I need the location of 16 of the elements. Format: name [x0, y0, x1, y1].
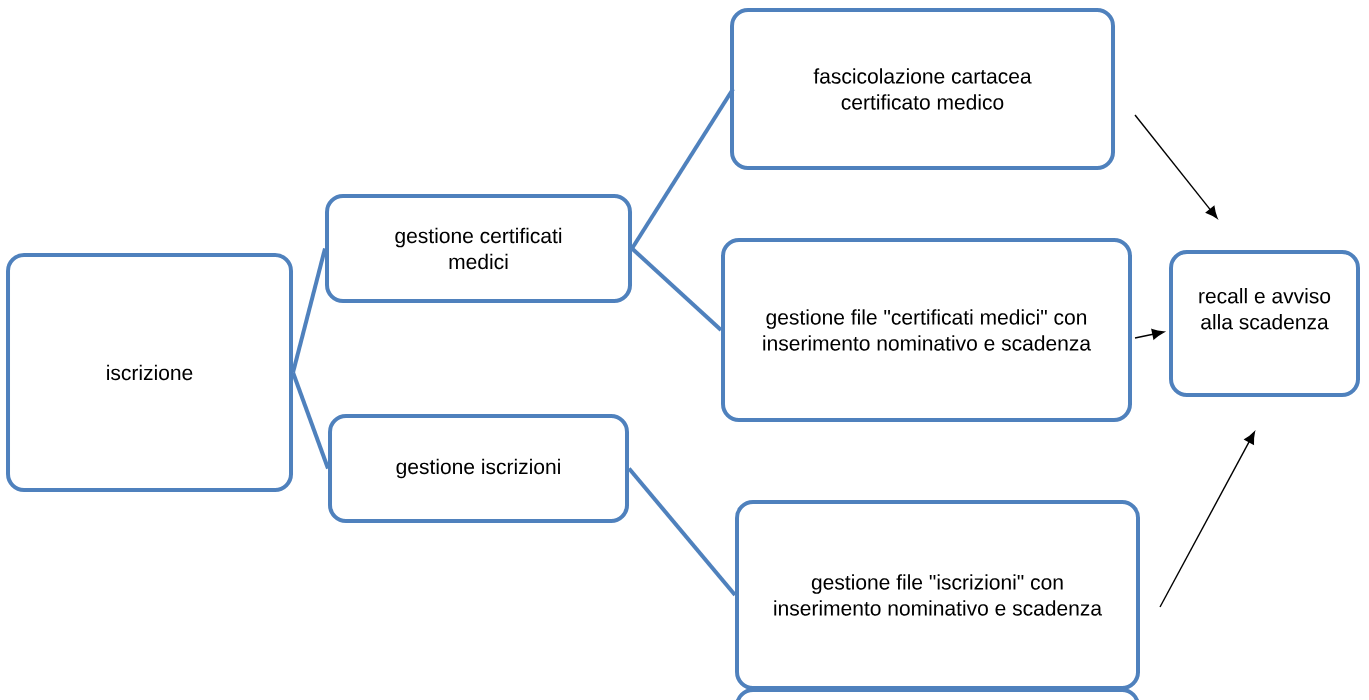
- process-box: gestione iscrizioni: [328, 414, 629, 523]
- process-box: gestione certificati medici: [325, 194, 632, 303]
- arrow: [1134, 328, 1165, 340]
- connector-line: [627, 467, 737, 597]
- process-box: gestione file "certificati medici" con inserimento nominativo e scadenza: [721, 238, 1132, 422]
- process-box: fascicolazione cartacea certificato medico: [730, 8, 1115, 170]
- arrow: [1159, 431, 1255, 608]
- arrow: [1134, 114, 1218, 219]
- connector-line: [291, 248, 327, 373]
- process-box: recall e avviso alla scadenza: [1169, 250, 1360, 397]
- connector-line: [630, 247, 723, 332]
- process-box: iscrizione: [6, 253, 293, 492]
- connector-line: [291, 371, 330, 470]
- process-box: gestione file "iscrizioni" con inserimento nominativo e scadenza: [735, 500, 1140, 690]
- connector-line: [630, 87, 735, 250]
- process-box: [735, 688, 1140, 700]
